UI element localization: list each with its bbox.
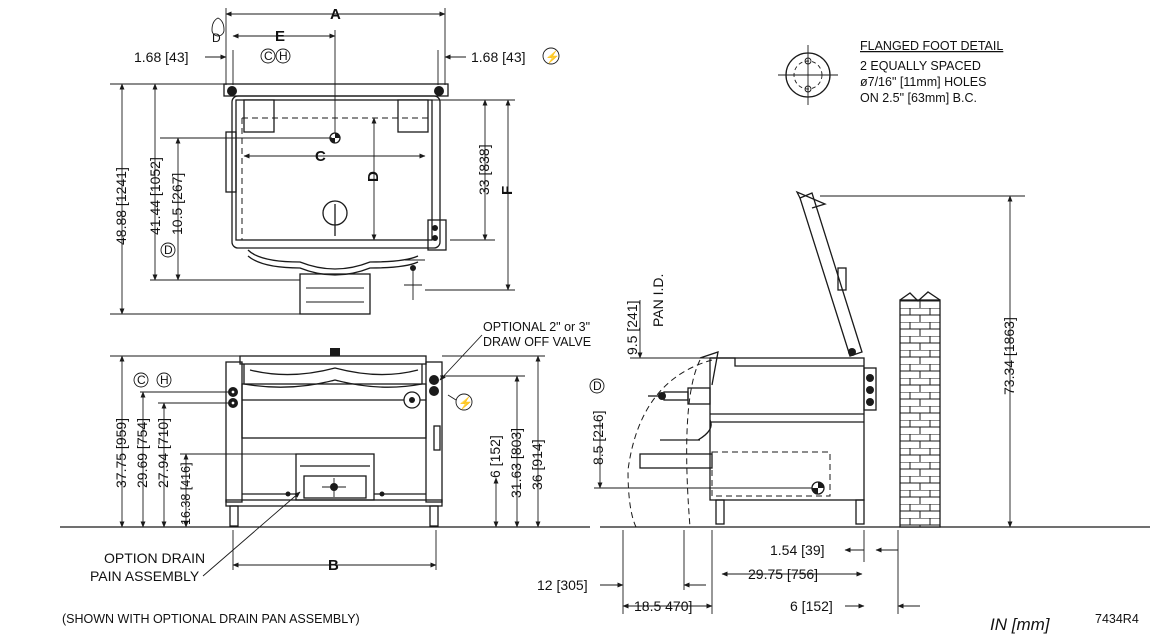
flange-title: FLANGED FOOT DETAIL <box>860 39 1003 53</box>
hot-symbol-top: H <box>275 48 291 64</box>
hot-symbol-front: H <box>156 372 172 388</box>
dim-a-label: A <box>330 6 341 23</box>
flange-line-1: 2 EQUALLY SPACED <box>860 59 981 73</box>
dim-wall-clear: 6 [152] <box>790 598 833 614</box>
valve-note-2: DRAW OFF VALVE <box>483 335 591 349</box>
valve-note-1: OPTIONAL 2" or 3" <box>483 320 590 334</box>
dim-h-overall: 37.75 [959] <box>113 418 129 488</box>
dim-e-label: E <box>275 28 285 45</box>
svg-text:D: D <box>593 379 602 393</box>
dim-b-label: B <box>328 557 339 574</box>
units-label: IN [mm] <box>990 615 1051 634</box>
dim-pan-depth: 9.5 [241] <box>624 301 640 356</box>
dim-c-label: C <box>315 148 326 165</box>
dim-depth-right: 33 [838] <box>476 144 492 195</box>
drain-symbol-top: D <box>211 17 225 45</box>
flange-line-2: ø7/16" [11mm] HOLES <box>860 75 986 89</box>
dim-h-pour: 29.69 [754] <box>134 418 150 488</box>
svg-text:C: C <box>137 373 146 387</box>
dim-front-clear: 12 [305] <box>537 577 588 593</box>
cold-symbol-front: C <box>133 372 149 388</box>
dim-tilt-reach: 18.5 470] <box>634 598 692 614</box>
top-view: A E D C H 1.68 [43] 1.68 [43] ⚡ <box>110 6 560 315</box>
drain-symbol-side: D <box>589 378 605 394</box>
dim-body-depth: 29.75 [756] <box>748 566 818 582</box>
pan-depth-label: PAN I.D. <box>650 274 666 327</box>
electric-symbol-front: ⚡ <box>455 393 473 411</box>
svg-text:⚡: ⚡ <box>458 396 473 410</box>
dim-h-rim: 31.63 [803] <box>508 428 524 498</box>
front-view: 37.75 [959] 29.69 [754] 27.94 [710] 16.3… <box>60 320 591 584</box>
dim-lid-height: 73.34 [1863] <box>1001 317 1017 395</box>
flange-foot-detail: FLANGED FOOT DETAIL 2 EQUALLY SPACED ø7/… <box>778 39 1003 105</box>
wall-brick <box>899 299 941 528</box>
dim-depth-overall: 48.88 [1241] <box>113 167 129 245</box>
dim-drain-offset: 10.5 [267] <box>169 173 185 235</box>
drain-symbol-left: D <box>160 242 176 258</box>
dim-side-right: 1.68 [43] <box>471 49 526 65</box>
drawing-number: 7434R4 <box>1095 612 1139 626</box>
dim-drain-height: 8.5 [216] <box>590 411 606 466</box>
footer-caption: (SHOWN WITH OPTIONAL DRAIN PAN ASSEMBLY) <box>62 612 360 626</box>
dim-h-pivot: 27.94 [710] <box>155 418 171 488</box>
dim-rear-clear: 1.54 [39] <box>770 542 825 558</box>
dim-side-left: 1.68 [43] <box>134 49 189 65</box>
svg-text:D: D <box>164 243 173 257</box>
dim-h-valve: 6 [152] <box>487 435 503 478</box>
dim-depth-body: 41.44 [1052] <box>147 157 163 235</box>
electric-symbol-top: ⚡ <box>542 47 560 65</box>
dim-h-drain: 16.38 [416] <box>179 462 193 525</box>
dim-d-label: D <box>365 171 382 182</box>
side-view: 9.5 [241] PAN I.D. 8.5 [216] D 73.34 [18… <box>537 190 1150 614</box>
dim-h-body: 36 [914] <box>529 439 545 490</box>
cold-symbol-top: C <box>260 48 276 64</box>
svg-text:C: C <box>264 49 273 63</box>
flange-line-3: ON 2.5" [63mm] B.C. <box>860 91 977 105</box>
svg-text:H: H <box>160 373 169 387</box>
dim-f-label: F <box>499 186 516 195</box>
drain-label-2: PAIN ASSEMBLY <box>90 568 200 584</box>
svg-text:⚡: ⚡ <box>545 50 560 64</box>
svg-text:D: D <box>212 31 221 45</box>
drain-label-1: OPTION DRAIN <box>104 550 205 566</box>
svg-text:H: H <box>279 49 288 63</box>
